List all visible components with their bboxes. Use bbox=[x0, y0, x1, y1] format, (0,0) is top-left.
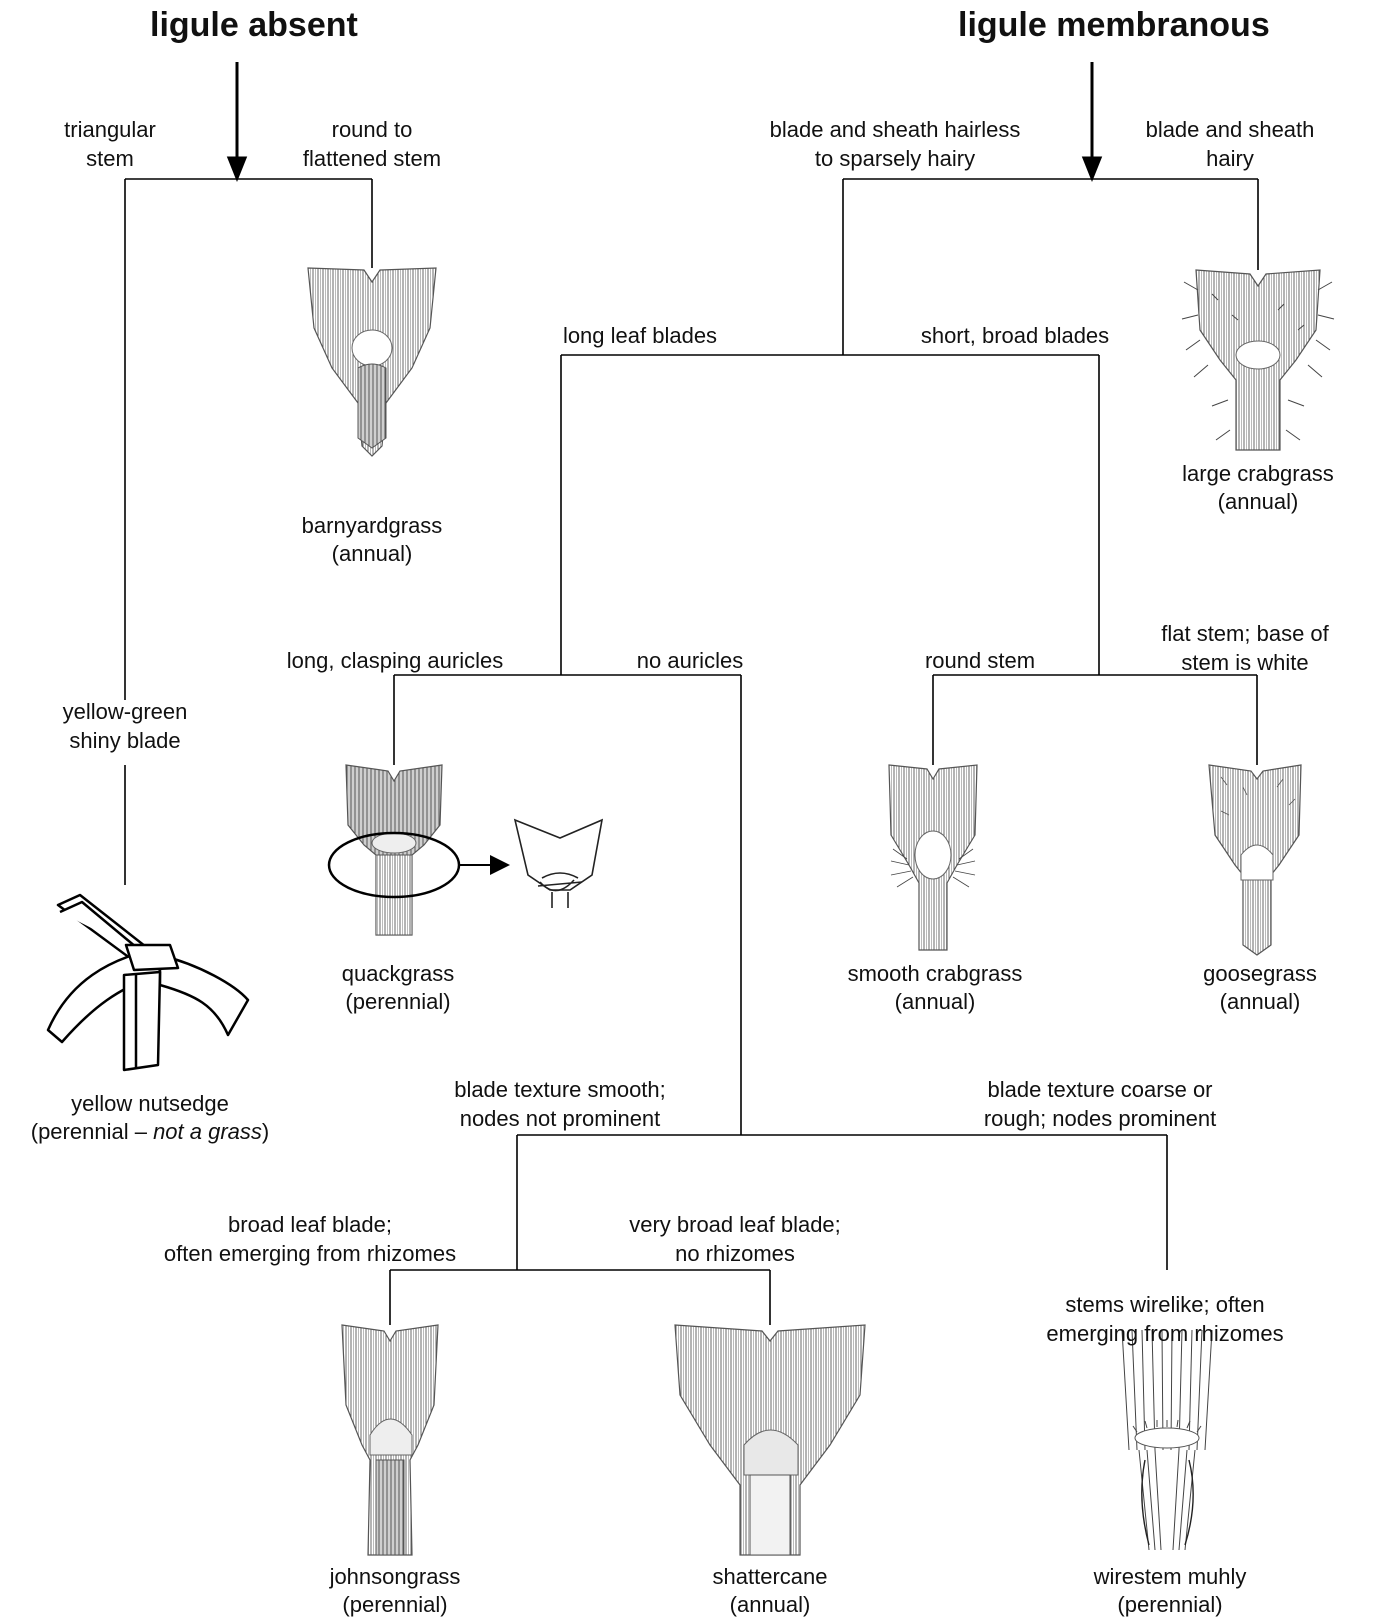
yellow-nutsedge-illustration bbox=[46, 893, 250, 1072]
plant-label-large-crabgrass: large crabgrass(annual) bbox=[1182, 461, 1334, 514]
quackgrass-leaf-illustration bbox=[345, 764, 443, 936]
plant-label-johnsongrass: johnsongrass(perennial) bbox=[329, 1564, 461, 1617]
plant-label-quackgrass: quackgrass(perennial) bbox=[341, 961, 455, 1014]
plant-label-goosegrass: goosegrass(annual) bbox=[1203, 961, 1317, 1014]
heading-ligule-membranous: ligule membranous bbox=[958, 6, 1270, 44]
plant-label-wirestem-muhly: wirestem muhly(perennial) bbox=[1093, 1564, 1247, 1617]
tree-connectors bbox=[124, 178, 1259, 1325]
branch-label-no-auricles: no auricles bbox=[636, 648, 744, 673]
quackgrass-auricle-highlight bbox=[327, 831, 461, 899]
branch-label-very-broad-leaf-blade: very broad leaf blade;no rhizomes bbox=[629, 1212, 841, 1266]
branch-label-round-stem: round stem bbox=[924, 648, 1036, 673]
branch-label-clasping-auricles: long, clasping auricles bbox=[286, 648, 504, 673]
heading-ligule-absent: ligule absent bbox=[150, 6, 358, 44]
branch-label-long-leaf-blades: long leaf blades bbox=[562, 323, 718, 348]
plant-label-barnyardgrass: barnyardgrass(annual) bbox=[301, 513, 443, 566]
branch-label-short-broad-blades: short, broad blades bbox=[920, 323, 1110, 348]
johnsongrass-leaf-illustration bbox=[341, 1324, 439, 1556]
barnyardgrass-leaf-illustration bbox=[307, 267, 437, 457]
wirestem-muhly-illustration bbox=[1121, 1329, 1213, 1551]
heading-arrows bbox=[226, 62, 1103, 183]
plant-label-shattercane: shattercane(annual) bbox=[712, 1564, 828, 1617]
large-crabgrass-leaf-illustration bbox=[1181, 269, 1335, 451]
plant-label-yellow-nutsedge: yellow nutsedge (perennial – not a grass… bbox=[30, 1091, 270, 1144]
branch-label-blade-texture-smooth: blade texture smooth;nodes not prominent bbox=[454, 1077, 666, 1131]
plant-label-smooth-crabgrass: smooth crabgrass(annual) bbox=[847, 961, 1023, 1014]
goosegrass-leaf-illustration bbox=[1208, 764, 1302, 956]
shattercane-leaf-illustration bbox=[674, 1324, 866, 1556]
smooth-crabgrass-leaf-illustration bbox=[888, 764, 978, 951]
quackgrass-auricle-detail bbox=[513, 818, 604, 908]
branch-label-broad-leaf-blade: broad leaf blade;often emerging from rhi… bbox=[163, 1212, 457, 1266]
